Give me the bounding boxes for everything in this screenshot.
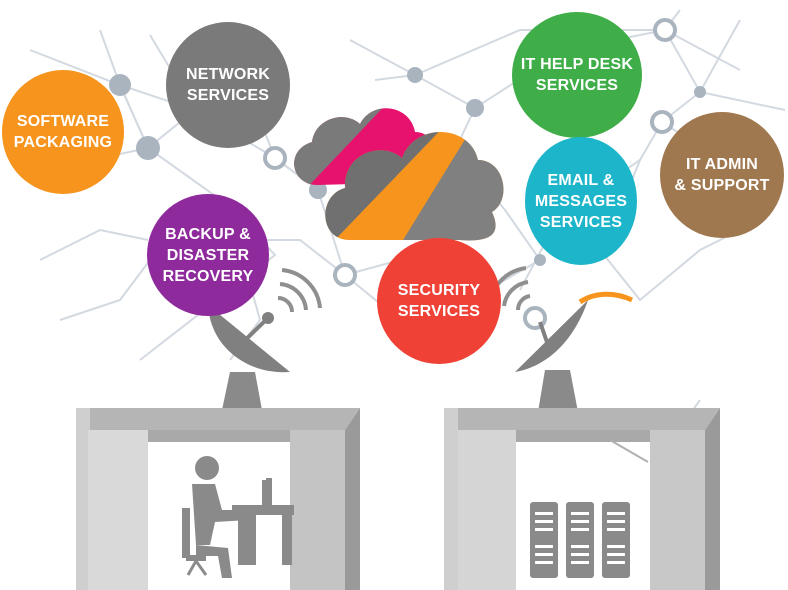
bubble-label-line: SOFTWARE bbox=[16, 113, 110, 130]
network-services-bubble: NETWORK SERVICES bbox=[166, 22, 290, 148]
bubble-label-line: SERVICES bbox=[539, 213, 623, 231]
network-ring-node bbox=[653, 18, 677, 42]
satellite-accent bbox=[578, 291, 634, 305]
bubble-label-line: SERVICES bbox=[186, 87, 270, 104]
bubble-label-line: EMAIL & bbox=[547, 171, 615, 189]
bubble-label-line: SERVICES bbox=[535, 77, 619, 94]
backup-disaster-recovery-bubble: BACKUP & DISASTER RECOVERY bbox=[147, 194, 269, 316]
office-building bbox=[76, 408, 360, 590]
bubble-label-line: MESSAGES bbox=[534, 192, 628, 210]
network-node bbox=[534, 254, 546, 266]
satellite-dish-left bbox=[208, 268, 322, 410]
bubble-label-line: BACKUP & bbox=[165, 225, 251, 243]
network-node bbox=[694, 86, 706, 98]
network-node bbox=[136, 136, 160, 160]
wifi-signal-icon bbox=[277, 268, 322, 313]
satellite-dish-right bbox=[488, 266, 634, 412]
network-ring-node bbox=[333, 263, 357, 287]
cloud-icon bbox=[294, 108, 504, 241]
bubble-label-line: RECOVERY bbox=[162, 267, 254, 285]
bubble-label-line: DISASTER bbox=[166, 246, 250, 264]
bubble-label-line: & SUPPORT bbox=[674, 177, 770, 194]
software-packaging-bubble: SOFTWARE PACKAGING bbox=[2, 70, 124, 194]
bubble-label-line: PACKAGING bbox=[13, 134, 113, 151]
bubble-label-line: IT HELP DESK bbox=[520, 56, 634, 73]
network-ring-node bbox=[263, 146, 287, 170]
bubble-label-line: SECURITY bbox=[397, 282, 481, 299]
server-unit bbox=[566, 502, 594, 578]
network-ring-node bbox=[650, 110, 674, 134]
network-node bbox=[309, 181, 327, 199]
network-node bbox=[407, 67, 423, 83]
bubble-label-line: NETWORK bbox=[185, 66, 271, 83]
person-at-desk-icon bbox=[182, 456, 294, 578]
security-services-bubble: SECURITY SERVICES bbox=[377, 238, 501, 364]
bubble-label-line: SERVICES bbox=[397, 303, 481, 320]
bubble-label-line: IT ADMIN bbox=[685, 156, 759, 173]
satellite-dish-icon bbox=[515, 300, 588, 372]
it-help-desk-services-bubble: IT HELP DESK SERVICES bbox=[512, 12, 642, 138]
network-node bbox=[109, 74, 131, 96]
server-unit bbox=[602, 502, 630, 578]
server-rack-icon bbox=[530, 502, 630, 578]
it-admin-support-bubble: IT ADMIN & SUPPORT bbox=[660, 112, 784, 238]
server-unit bbox=[530, 502, 558, 578]
email-messages-services-bubble: EMAIL & MESSAGES SERVICES bbox=[525, 137, 637, 265]
network-node bbox=[466, 99, 484, 117]
